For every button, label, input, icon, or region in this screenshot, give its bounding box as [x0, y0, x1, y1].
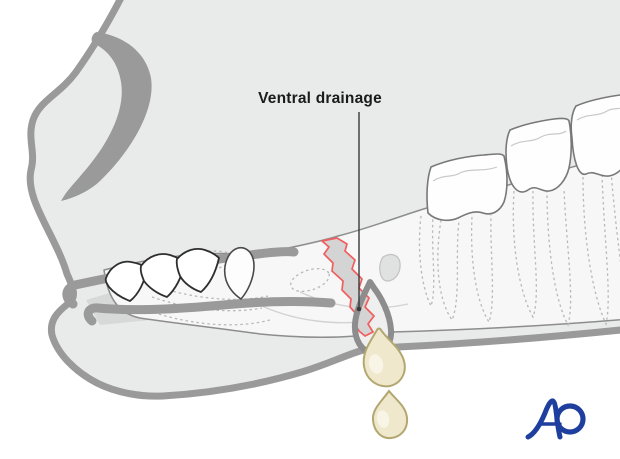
tooth-detail-line [510, 130, 567, 147]
lower-lip-line [83, 297, 336, 326]
ao-logo-letter-o [554, 403, 586, 435]
mental-foramen [379, 253, 401, 282]
incisor-tooth [175, 247, 220, 293]
canine-tooth [223, 246, 255, 301]
incisor-tooth [104, 260, 148, 302]
tooth-root-line [290, 268, 330, 292]
tooth-root-line [582, 173, 609, 326]
fracture-line [321, 237, 375, 337]
pus-droplet-hanging [362, 327, 406, 388]
tooth-root-line [546, 187, 572, 327]
tooth-root-line [137, 306, 271, 326]
cheek-tooth [570, 94, 620, 177]
incisor-teeth [104, 247, 220, 302]
ventral-drainage-label: Ventral drainage [258, 90, 382, 107]
tooth-root-line [437, 219, 460, 322]
tooth-detail-line [576, 107, 620, 121]
tooth-root-line [151, 296, 263, 312]
cheek-teeth-roots [418, 171, 620, 327]
tooth-detail-line [432, 166, 498, 182]
cheek-tooth [426, 153, 508, 222]
incisor-tooth [139, 253, 186, 298]
ao-logo: AO [525, 398, 586, 440]
droplet-highlight [368, 354, 384, 374]
tooth-root-line [610, 171, 620, 263]
tooth-root-line [418, 214, 435, 308]
cheek-tooth [505, 117, 573, 193]
leader-line-dot [356, 306, 362, 312]
pus-droplet-falling [371, 389, 409, 440]
tooth-root-line [167, 289, 269, 301]
droplet-highlight [376, 410, 390, 428]
tooth-root-line [512, 190, 537, 319]
leader-line-group [356, 112, 362, 312]
mandible-ramus-line [61, 32, 152, 201]
cheek-teeth [426, 94, 620, 222]
